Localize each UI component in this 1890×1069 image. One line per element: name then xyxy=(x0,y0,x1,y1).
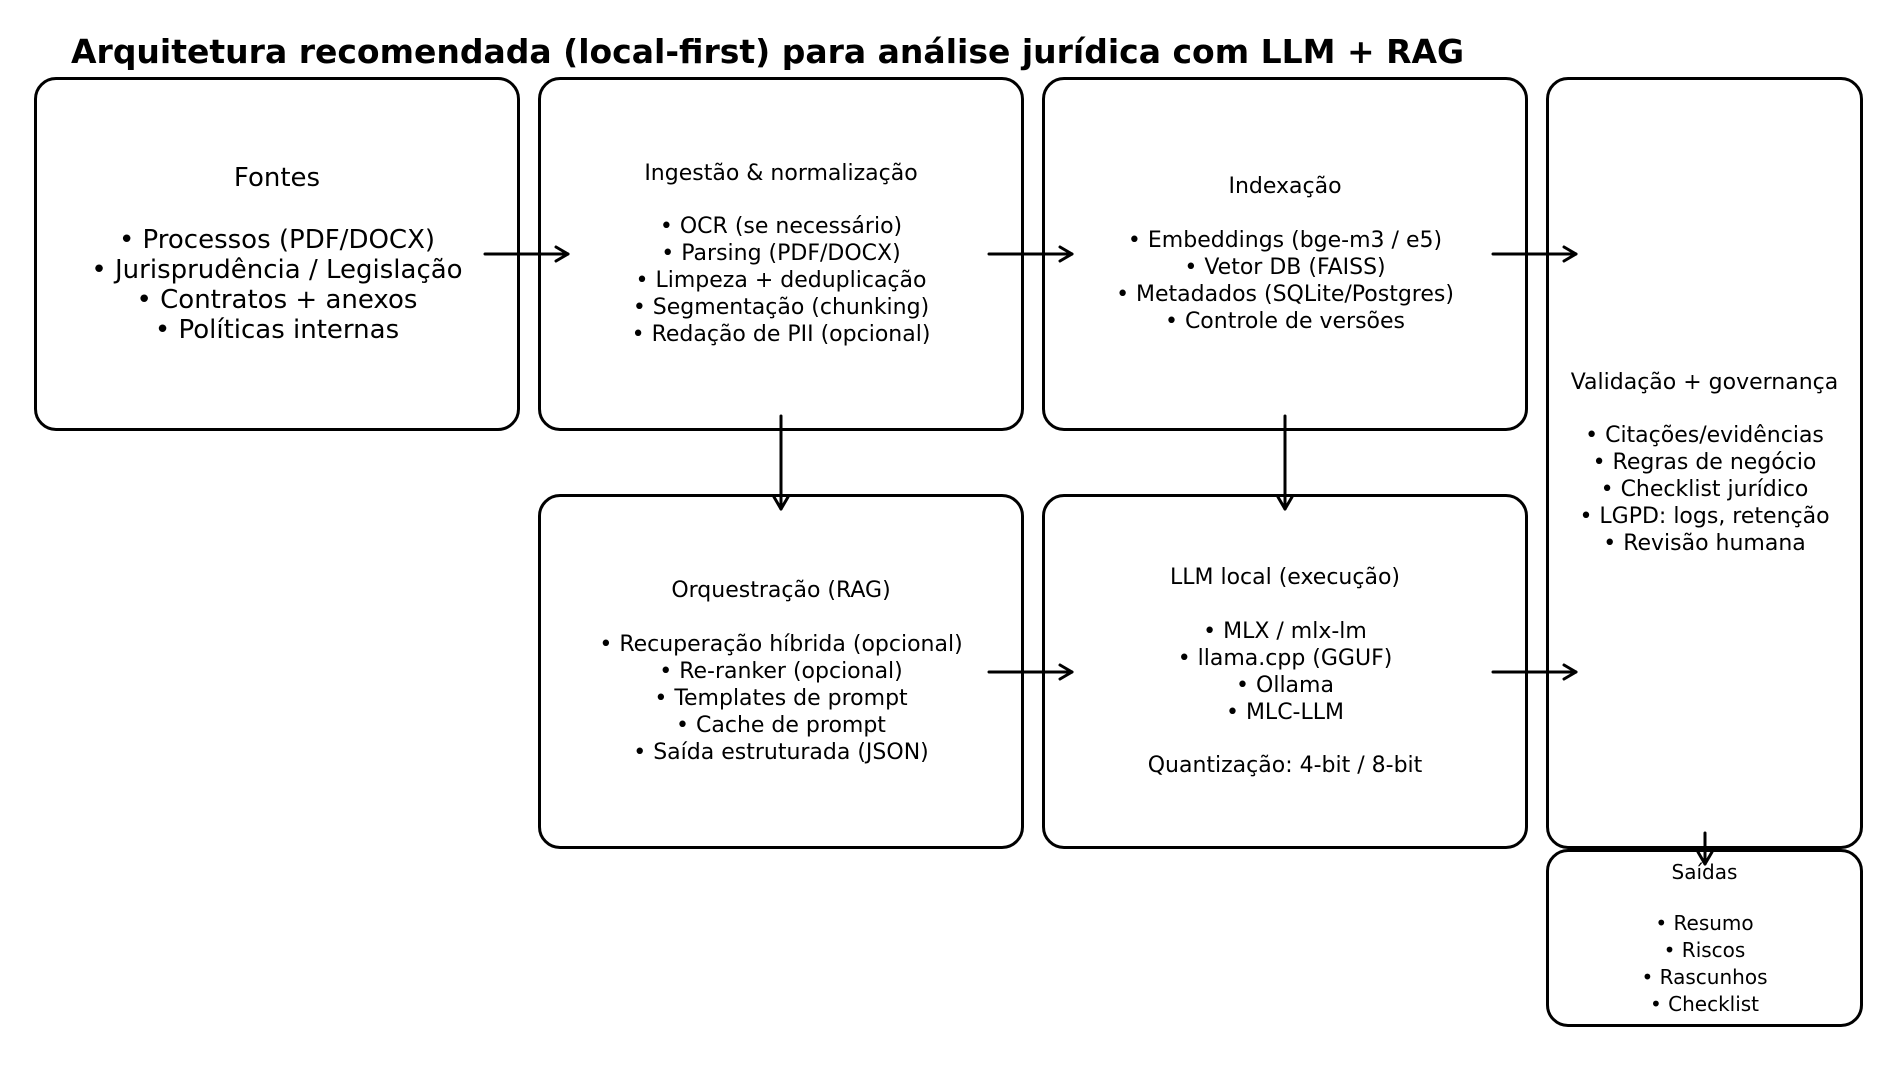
list-item: • MLC-LLM xyxy=(1225,699,1344,725)
list-item: • Metadados (SQLite/Postgres) xyxy=(1116,281,1454,307)
list-item: • Políticas internas xyxy=(154,314,400,345)
box-ingestao-heading: Ingestão & normalização xyxy=(644,160,918,186)
list-item: • LGPD: logs, retenção xyxy=(1579,504,1830,530)
box-indexacao: Indexação • Embeddings (bge-m3 / e5) • V… xyxy=(1042,77,1528,431)
list-item: • Regras de negócio xyxy=(1592,450,1817,476)
list-item: • Recuperação híbrida (opcional) xyxy=(599,631,963,657)
list-item: • Jurisprudência / Legislação xyxy=(91,254,463,285)
list-item: • Citações/evidências xyxy=(1585,423,1824,449)
list-item: • Contratos + anexos xyxy=(136,284,418,315)
list-item: • llama.cpp (GGUF) xyxy=(1177,645,1393,671)
box-ingestao-list: • OCR (se necessário) • Parsing (PDF/DOC… xyxy=(632,213,931,348)
box-fontes-list: • Processos (PDF/DOCX) • Jurisprudência … xyxy=(91,225,462,345)
list-item: • Segmentação (chunking) xyxy=(632,295,930,321)
box-validacao-heading: Validação + governança xyxy=(1570,369,1839,395)
box-validacao-list: • Citações/evidências • Regras de negóci… xyxy=(1579,422,1829,557)
list-item: • Parsing (PDF/DOCX) xyxy=(661,241,901,267)
list-item: • OCR (se necessário) xyxy=(659,214,903,240)
box-orquestracao-list: • Recuperação híbrida (opcional) • Re-ra… xyxy=(599,631,962,766)
list-item: • Controle de versões xyxy=(1164,308,1406,334)
list-item: • Rascunhos xyxy=(1641,964,1768,989)
box-indexacao-list: • Embeddings (bge-m3 / e5) • Vetor DB (F… xyxy=(1116,227,1454,335)
list-item: • Ollama xyxy=(1236,672,1334,698)
list-item: • Revisão humana xyxy=(1603,531,1806,557)
list-item: • Redação de PII (opcional) xyxy=(631,322,931,348)
list-item: • Resumo xyxy=(1655,910,1754,935)
list-item: • Checklist xyxy=(1649,991,1760,1016)
box-llm-heading: LLM local (execução) xyxy=(1169,565,1400,591)
list-item: • Embeddings (bge-m3 / e5) xyxy=(1127,227,1443,253)
box-saidas-list: • Resumo • Riscos • Rascunhos • Checklis… xyxy=(1642,910,1768,1018)
box-saidas-heading: Saídas xyxy=(1671,859,1738,884)
box-orquestracao: Orquestração (RAG) • Recuperação híbrida… xyxy=(538,494,1024,849)
box-ingestao: Ingestão & normalização • OCR (se necess… xyxy=(538,77,1024,431)
list-item: • Processos (PDF/DOCX) xyxy=(118,224,436,255)
box-llm-list: • MLX / mlx-lm • llama.cpp (GGUF) • Olla… xyxy=(1178,618,1393,726)
box-llm-footer: Quantização: 4-bit / 8-bit xyxy=(1147,752,1423,778)
diagram-title: Arquitetura recomendada (local-first) pa… xyxy=(71,32,1465,71)
list-item: • Limpeza + deduplicação xyxy=(635,268,927,294)
list-item: • Saída estruturada (JSON) xyxy=(633,739,929,765)
list-item: • Templates de prompt xyxy=(654,685,908,711)
box-validacao: Validação + governança • Citações/evidên… xyxy=(1546,77,1863,849)
list-item: • MLX / mlx-lm xyxy=(1203,618,1367,644)
list-item: • Riscos xyxy=(1663,937,1746,962)
list-item: • Cache de prompt xyxy=(676,712,886,738)
box-fontes: Fontes • Processos (PDF/DOCX) • Jurispru… xyxy=(34,77,520,431)
box-indexacao-heading: Indexação xyxy=(1228,174,1342,200)
list-item: • Re-ranker (opcional) xyxy=(659,658,903,684)
list-item: • Vetor DB (FAISS) xyxy=(1184,254,1386,280)
box-fontes-heading: Fontes xyxy=(233,163,321,194)
box-llm: LLM local (execução) • MLX / mlx-lm • ll… xyxy=(1042,494,1528,849)
list-item: • Checklist jurídico xyxy=(1600,477,1809,503)
box-orquestracao-heading: Orquestração (RAG) xyxy=(671,578,891,604)
box-saidas: Saídas • Resumo • Riscos • Rascunhos • C… xyxy=(1546,849,1863,1027)
